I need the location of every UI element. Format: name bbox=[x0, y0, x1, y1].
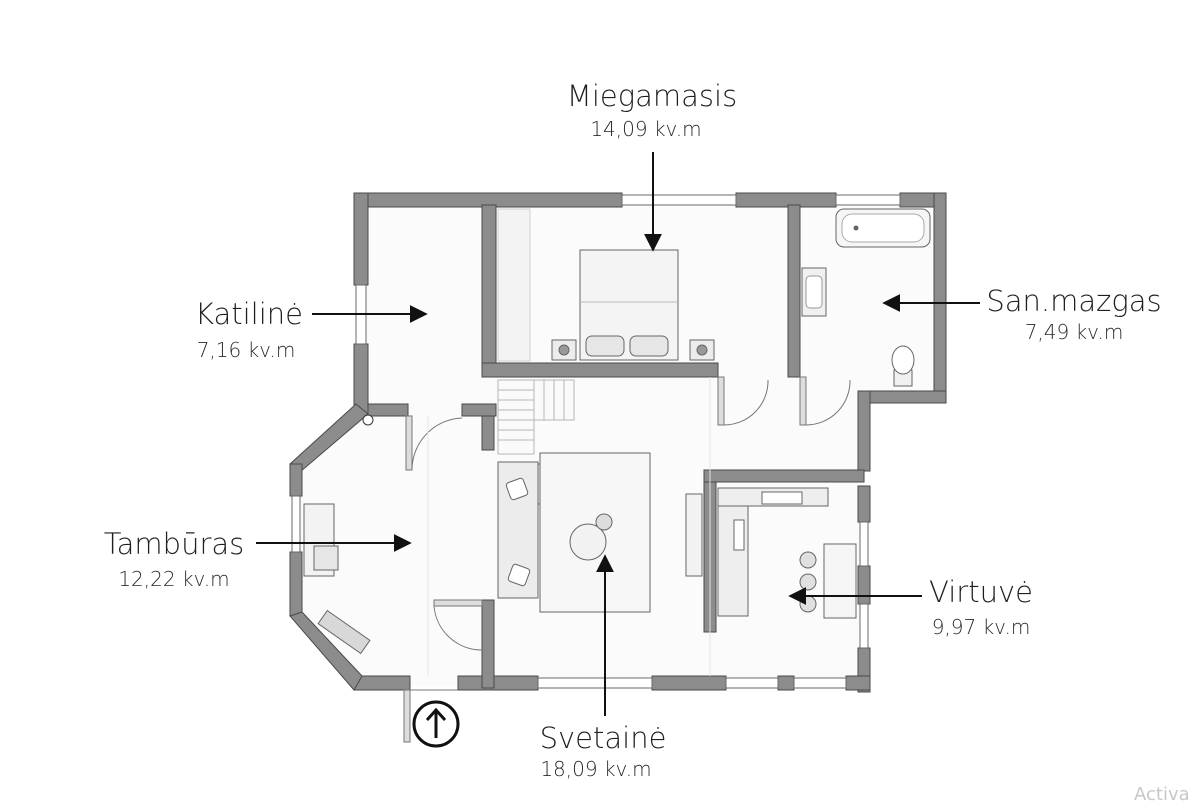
windows bbox=[291, 194, 901, 689]
corner-watermark-text: Activa bbox=[1134, 784, 1190, 801]
room-area-tamburas: 12,22 kv.m bbox=[118, 567, 229, 591]
outer-walls bbox=[289, 192, 947, 693]
label-arrows bbox=[256, 152, 980, 716]
floor-area bbox=[298, 198, 940, 686]
room-area-svetaine: 18,09 kv.m bbox=[540, 757, 651, 781]
room-name-sanmazgas: San.mazgas bbox=[986, 284, 1161, 318]
furniture bbox=[303, 208, 931, 655]
room-area-sanmazgas: 7,49 kv.m bbox=[1025, 320, 1124, 344]
room-labels: Miegamasis 14,09 kv.m Katilinė 7,16 kv.m… bbox=[104, 79, 1162, 781]
entrance-up-arrow-icon bbox=[412, 700, 460, 748]
room-name-miegamasis: Miegamasis bbox=[567, 79, 737, 113]
doors bbox=[403, 376, 851, 743]
room-name-svetaine: Svetainė bbox=[540, 721, 667, 755]
stairs bbox=[497, 379, 575, 455]
dining-table bbox=[823, 543, 857, 619]
tv-console bbox=[685, 493, 703, 577]
room-area-virtuve: 9,97 kv.m bbox=[932, 615, 1031, 639]
room-name-virtuve: Virtuvė bbox=[929, 575, 1033, 609]
wardrobe bbox=[497, 208, 531, 362]
shoe-bench bbox=[317, 609, 371, 655]
coffee-table bbox=[569, 523, 607, 561]
room-name-katiline: Katilinė bbox=[195, 297, 303, 331]
room-area-miegamasis: 14,09 kv.m bbox=[590, 117, 701, 141]
room-name-tamburas: Tambūras bbox=[104, 527, 245, 561]
room-area-katiline: 7,16 kv.m bbox=[197, 338, 296, 362]
boiler bbox=[362, 414, 374, 426]
